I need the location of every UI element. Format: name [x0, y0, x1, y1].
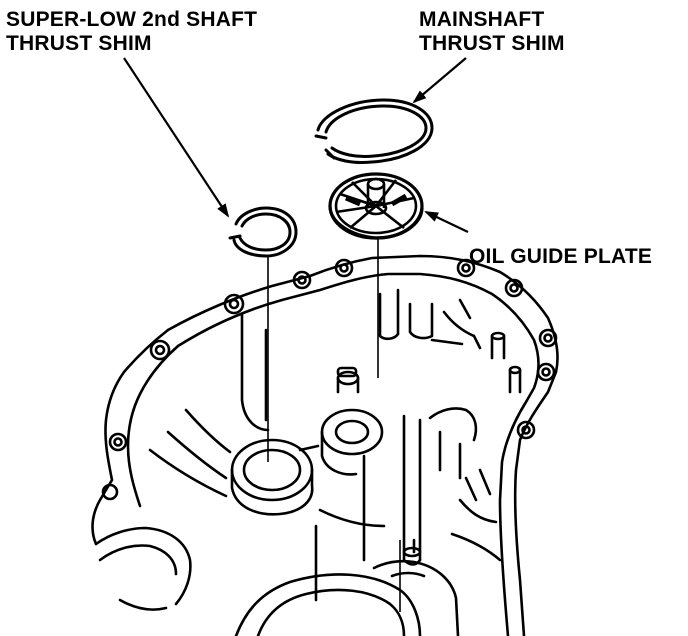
oil-guide-plate-leader — [424, 211, 469, 233]
super-low-label-line1: SUPER-LOW 2nd SHAFT — [6, 8, 258, 31]
oil-guide-plate-label: OIL GUIDE PLATE — [469, 245, 652, 269]
mainshaft-shim-leader — [412, 57, 467, 104]
leader-arrows — [123, 57, 469, 233]
alignment-lines — [267, 238, 401, 612]
super-low-shim-leader — [123, 57, 230, 218]
transmission-case — [91, 254, 559, 636]
oil-guide-plate — [328, 172, 424, 240]
mainshaft-label-line1: MAINSHAFT — [419, 8, 545, 31]
super-low-label-line2: THRUST SHIM — [6, 32, 152, 55]
super-low-2nd-shaft-thrust-shim — [228, 206, 298, 258]
mainshaft-thrust-shim — [314, 98, 434, 164]
oil-guide-label-line1: OIL GUIDE PLATE — [469, 245, 653, 268]
mainshaft-thrust-shim-label: MAINSHAFT THRUST SHIM — [419, 8, 565, 56]
super-low-2nd-shaft-thrust-shim-label: SUPER-LOW 2nd SHAFT THRUST SHIM — [6, 8, 257, 56]
mainshaft-label-line2: THRUST SHIM — [419, 32, 565, 55]
